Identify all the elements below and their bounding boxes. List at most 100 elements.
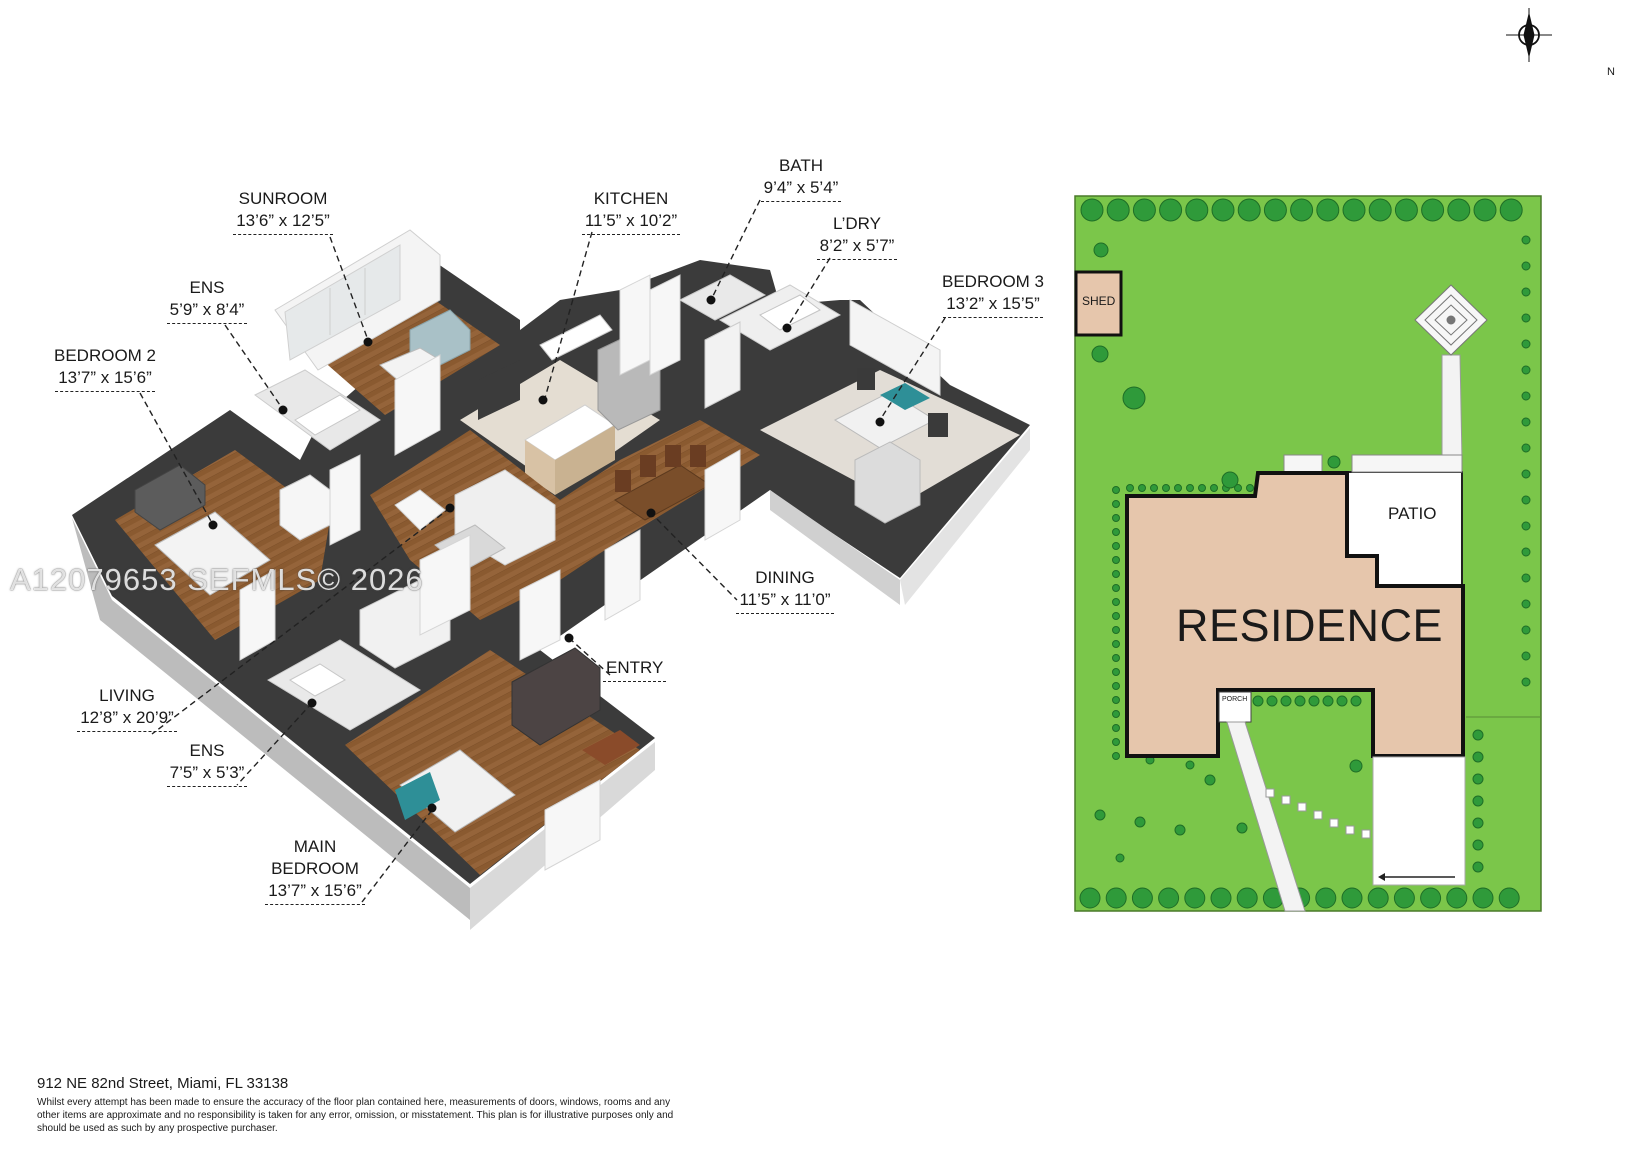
tree-icon	[1112, 486, 1120, 494]
tree-icon	[1336, 695, 1348, 707]
tree-icon	[1112, 626, 1120, 634]
tree-icon	[1221, 471, 1239, 489]
tree-icon	[1472, 729, 1484, 741]
tree-icon	[1126, 484, 1134, 492]
bath-laundry-rooms	[678, 274, 842, 409]
patio-label: PATIO	[1388, 504, 1437, 523]
tree-icon	[1236, 822, 1248, 834]
label-bedroom-2: BEDROOM 2 13’7” x 15’6”	[30, 345, 180, 392]
tree-icon	[1112, 738, 1120, 746]
marker-living	[445, 503, 455, 513]
stepping-stones	[1265, 788, 1371, 839]
tree-icon	[1112, 752, 1120, 760]
tree-icon	[1498, 887, 1520, 909]
sunroom-room	[274, 229, 500, 415]
label-ensuite-1: ENS 5’9” x 8’4”	[142, 277, 272, 324]
marker-dining	[646, 508, 656, 518]
marker-ens1	[278, 405, 288, 415]
tree-icon	[1210, 887, 1232, 909]
tree-icon	[1308, 695, 1320, 707]
label-entry: ENTRY	[603, 657, 693, 682]
tree-icon	[1473, 198, 1497, 222]
footer: 912 NE 82nd Street, Miami, FL 33138 Whil…	[37, 1075, 737, 1135]
tree-icon	[1472, 751, 1484, 763]
room-dimensions: 13’2” x 15’5”	[943, 293, 1043, 318]
label-main-bedroom: MAIN BEDROOM 13’7” x 15’6”	[240, 836, 390, 905]
north-compass-icon	[1506, 8, 1552, 62]
room-name: KITCHEN	[593, 189, 669, 208]
room-dimensions: 5’9” x 8’4”	[166, 299, 248, 324]
tree-icon	[1521, 339, 1531, 349]
tree-icon	[1315, 887, 1337, 909]
tree-icon	[1174, 824, 1186, 836]
tree-icon	[1367, 887, 1389, 909]
watermark: A12079653 SEFMLS© 2026	[10, 562, 424, 597]
tree-icon	[1112, 682, 1120, 690]
tree-icon	[1322, 695, 1334, 707]
tree-icon	[1186, 484, 1194, 492]
tree-icon	[1174, 484, 1182, 492]
tree-icon	[1185, 760, 1195, 770]
tree-icon	[1472, 839, 1484, 851]
room-dimensions: 13’7” x 15’6”	[265, 880, 365, 905]
tree-icon	[1290, 198, 1314, 222]
room-markers	[208, 295, 885, 813]
porch-label: PORCH	[1222, 696, 1248, 703]
marker-ens2	[307, 698, 317, 708]
tree-icon	[1342, 198, 1366, 222]
tree-icon	[1112, 654, 1120, 662]
room-name: ENS	[189, 278, 225, 297]
tree-icon	[1252, 695, 1264, 707]
tree-icon	[1115, 853, 1125, 863]
room-name: BEDROOM 2	[53, 346, 157, 365]
tree-icon	[1106, 198, 1130, 222]
tree-icon	[1246, 484, 1254, 492]
tree-icon	[1112, 500, 1120, 508]
tree-icon	[1521, 365, 1531, 375]
tree-icon	[1521, 547, 1531, 557]
tree-icon	[1211, 198, 1235, 222]
tree-icon	[1394, 198, 1418, 222]
tree-icon	[1521, 391, 1531, 401]
tree-icon	[1280, 695, 1292, 707]
tree-icon	[1350, 695, 1362, 707]
tree-icon	[1421, 198, 1445, 222]
north-label: N	[1607, 66, 1615, 78]
tree-icon	[1316, 198, 1340, 222]
marker-ldry	[782, 323, 792, 333]
trees	[1079, 198, 1531, 909]
label-bath: BATH 9’4” x 5’4”	[726, 155, 876, 202]
room-name: BATH	[778, 156, 824, 175]
residence-footprint	[1125, 471, 1465, 758]
marker-bedroom2	[208, 520, 218, 530]
shed-structure	[1074, 270, 1123, 337]
tree-icon	[1112, 640, 1120, 648]
tree-icon	[1112, 668, 1120, 676]
tree-icon	[1112, 542, 1120, 550]
tree-icon	[1472, 817, 1484, 829]
tree-icon	[1349, 759, 1363, 773]
label-sunroom: SUNROOM 13’6” x 12’5”	[208, 188, 358, 235]
label-bedroom-3: BEDROOM 3 13’2” x 15’5”	[918, 271, 1068, 318]
tree-icon	[1112, 528, 1120, 536]
room-dimensions: 11’5” x 10’2”	[581, 210, 681, 235]
tree-icon	[1159, 198, 1183, 222]
interior-walls	[239, 274, 741, 871]
tree-icon	[1420, 887, 1442, 909]
room-dimensions: 8’2” x 5’7”	[816, 235, 898, 260]
room-name: SUNROOM	[238, 189, 328, 208]
label-ensuite-2: ENS 7’5” x 5’3”	[142, 740, 272, 787]
ensuite-1-room	[254, 369, 381, 451]
tree-icon	[1263, 198, 1287, 222]
tree-icon	[1112, 724, 1120, 732]
tree-icon	[1184, 887, 1206, 909]
tree-icon	[1521, 417, 1531, 427]
room-name: LIVING	[99, 686, 155, 705]
tree-icon	[1079, 887, 1101, 909]
tree-icon	[1472, 861, 1484, 873]
porch-area	[1218, 691, 1252, 723]
label-ldry: L’DRY 8’2” x 5’7”	[782, 213, 932, 260]
tree-icon	[1094, 809, 1106, 821]
